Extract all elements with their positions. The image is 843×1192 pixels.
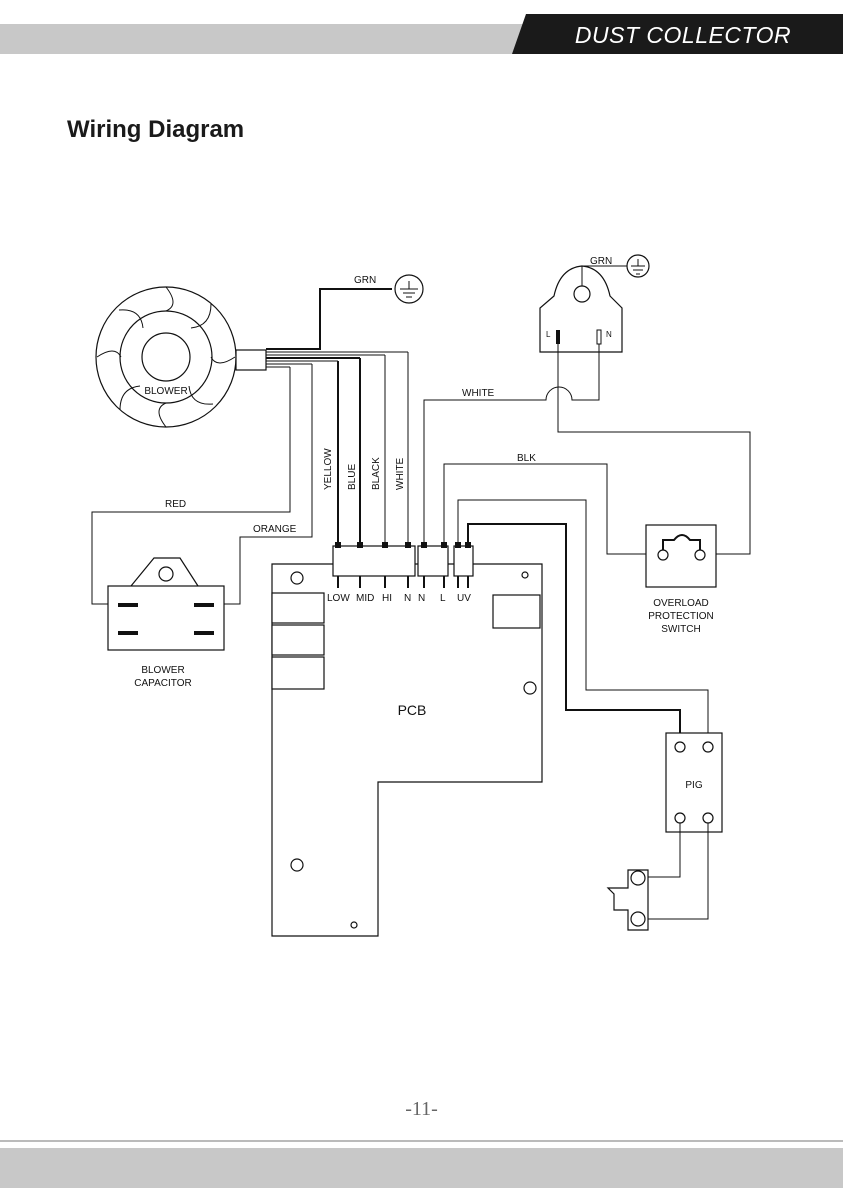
footer-band xyxy=(0,1148,843,1188)
pig-unit: PIG xyxy=(666,733,722,832)
pig-label: PIG xyxy=(685,780,702,791)
wire-label-white-speed: WHITE xyxy=(395,457,406,490)
ground-icon xyxy=(627,255,649,277)
power-plug-icon: L N xyxy=(540,266,622,352)
pcb-terminal-hi: HI xyxy=(382,593,392,604)
ground-icon xyxy=(395,275,423,303)
overload-label-line2: PROTECTION xyxy=(648,611,714,622)
pcb-terminal-mid: MID xyxy=(356,593,374,604)
overload-label-line1: OVERLOAD xyxy=(653,598,709,609)
plug-pin-l: L xyxy=(546,330,551,339)
wire-label-grn-plug: GRN xyxy=(590,256,612,267)
footer-line xyxy=(0,1140,843,1142)
overload-protection-switch: OVERLOAD PROTECTION SWITCH xyxy=(646,525,716,635)
wire-label-grn-blower: GRN xyxy=(354,275,376,286)
page-number: -11- xyxy=(0,1098,843,1121)
overload-label-line3: SWITCH xyxy=(661,624,700,635)
pcb-terminal-low: LOW xyxy=(327,593,350,604)
pcb-terminal-n1: N xyxy=(404,593,411,604)
pcb: PCB xyxy=(272,564,542,936)
pcb-terminal-uv: UV xyxy=(457,593,471,604)
uv-lamp-holder xyxy=(608,870,648,930)
blower: BLOWER xyxy=(96,287,266,427)
wire-label-blue: BLUE xyxy=(347,464,358,490)
wire-label-red: RED xyxy=(165,499,186,510)
wire-label-yellow: YELLOW xyxy=(323,448,334,490)
pcb-terminal-n2: N xyxy=(418,593,425,604)
wire-label-black: BLACK xyxy=(371,457,382,490)
blower-label: BLOWER xyxy=(144,386,187,397)
plug-pin-n: N xyxy=(606,330,612,339)
pcb-terminal-l: L xyxy=(440,593,446,604)
wire-label-orange: ORANGE xyxy=(253,524,297,535)
wire-label-blk: BLK xyxy=(517,453,536,464)
blower-fan-icon xyxy=(96,287,236,427)
capacitor-label-line1: BLOWER xyxy=(141,665,184,676)
wire-label-white-main: WHITE xyxy=(462,388,495,399)
capacitor-label-line2: CAPACITOR xyxy=(134,678,191,689)
blower-capacitor: BLOWER CAPACITOR xyxy=(108,558,224,689)
pcb-label: PCB xyxy=(398,702,427,718)
